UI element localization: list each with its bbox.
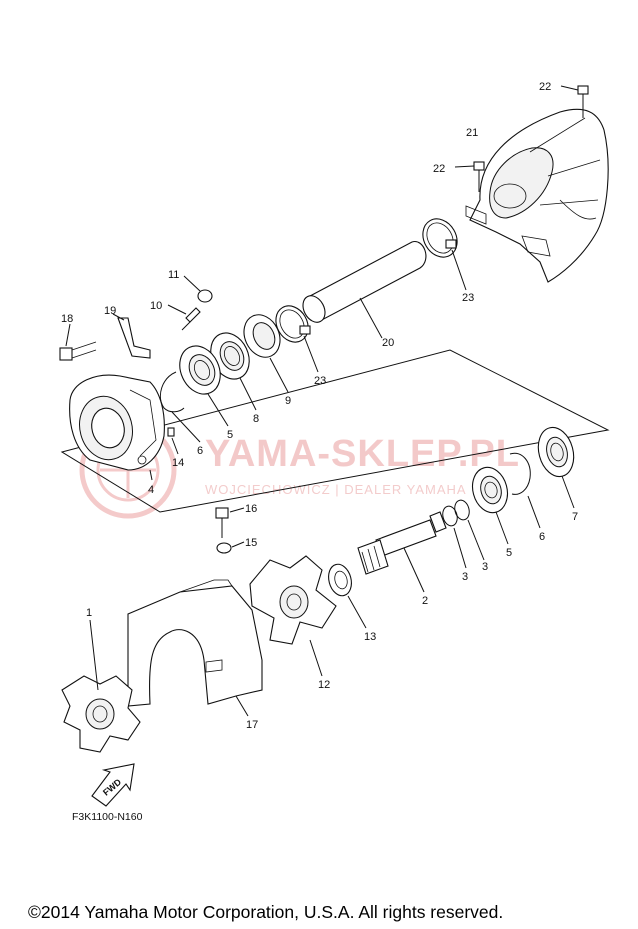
callout-12: 12 xyxy=(318,679,330,691)
part-14-pin xyxy=(167,427,179,455)
part-1-damper xyxy=(61,619,141,753)
callout-18: 18 xyxy=(61,313,73,325)
part-9-washer xyxy=(243,314,289,393)
callout-13: 13 xyxy=(364,631,376,643)
part-6-circlip-right xyxy=(509,452,541,529)
callout-19: 19 xyxy=(104,305,116,317)
part-17-cover xyxy=(127,579,263,717)
callout-22-mid: 22 xyxy=(433,163,445,175)
copyright-text: ©2014 Yamaha Motor Corporation, U.S.A. A… xyxy=(28,902,503,922)
part-18-bolt xyxy=(59,323,97,361)
callout-2: 2 xyxy=(422,595,428,607)
callout-6-right: 6 xyxy=(539,531,545,543)
part-20-hose xyxy=(302,241,427,339)
diagram-code: F3K1100-N160 xyxy=(72,811,143,823)
callout-4: 4 xyxy=(148,484,154,496)
part-23-clamp-lower xyxy=(275,305,319,373)
part-13-washer xyxy=(328,563,367,629)
callout-22-top: 22 xyxy=(539,81,551,93)
callout-7: 7 xyxy=(572,511,578,523)
part-4-housing xyxy=(69,374,165,481)
part-22-bolt-mid xyxy=(454,161,485,192)
part-11-cap xyxy=(183,275,213,303)
part-3-o-ring-right xyxy=(454,499,485,561)
part-3-o-ring-left xyxy=(442,505,467,569)
callout-3-right: 3 xyxy=(482,561,488,573)
callout-17: 17 xyxy=(246,719,258,731)
part-2-shaft xyxy=(357,511,447,593)
callout-11: 11 xyxy=(168,269,179,281)
callout-9: 9 xyxy=(285,395,291,407)
callout-1: 1 xyxy=(86,607,92,619)
part-10-grease-nipple xyxy=(167,304,201,331)
watermark: YAMA-SKLEP.PL WOJCIECHOWICZ | DEALER YAM… xyxy=(79,421,520,519)
watermark-subtitle: WOJCIECHOWICZ | DEALER YAMAHA xyxy=(205,482,467,497)
callout-21: 21 xyxy=(466,127,478,139)
callout-20: 20 xyxy=(382,337,394,349)
part-23-clamp-upper xyxy=(422,218,467,291)
part-16-bolt xyxy=(215,507,245,538)
callout-5-upper: 5 xyxy=(227,429,233,441)
part-22-bolt-top xyxy=(560,85,589,118)
callouts: 22 21 22 23 20 11 10 19 18 23 9 8 5 6 14… xyxy=(61,81,578,731)
part-8-seal xyxy=(210,332,257,411)
callout-8: 8 xyxy=(253,413,259,425)
part-19-bracket xyxy=(112,313,151,359)
assembly-outline xyxy=(60,349,610,513)
callout-15: 15 xyxy=(245,537,257,549)
callout-14: 14 xyxy=(172,457,184,469)
part-12-impeller xyxy=(249,555,337,677)
watermark-title: YAMA-SKLEP.PL xyxy=(205,433,520,475)
callout-16: 16 xyxy=(245,503,257,515)
part-7-bearing xyxy=(537,426,575,509)
callout-3-left: 3 xyxy=(462,571,468,583)
callout-23-upper: 23 xyxy=(462,292,474,304)
callout-23-lower: 23 xyxy=(314,375,326,387)
part-15-washer xyxy=(216,541,245,554)
fwd-arrow-icon: FWD xyxy=(91,763,135,807)
part-5-bearing-upper xyxy=(179,345,229,427)
part-5-bearing-lower xyxy=(471,466,509,545)
callout-10: 10 xyxy=(150,300,162,312)
callout-5-right: 5 xyxy=(506,547,512,559)
part-21-housing xyxy=(465,108,609,283)
part-6-circlip-upper xyxy=(160,371,201,443)
callout-6-upper: 6 xyxy=(197,445,203,457)
